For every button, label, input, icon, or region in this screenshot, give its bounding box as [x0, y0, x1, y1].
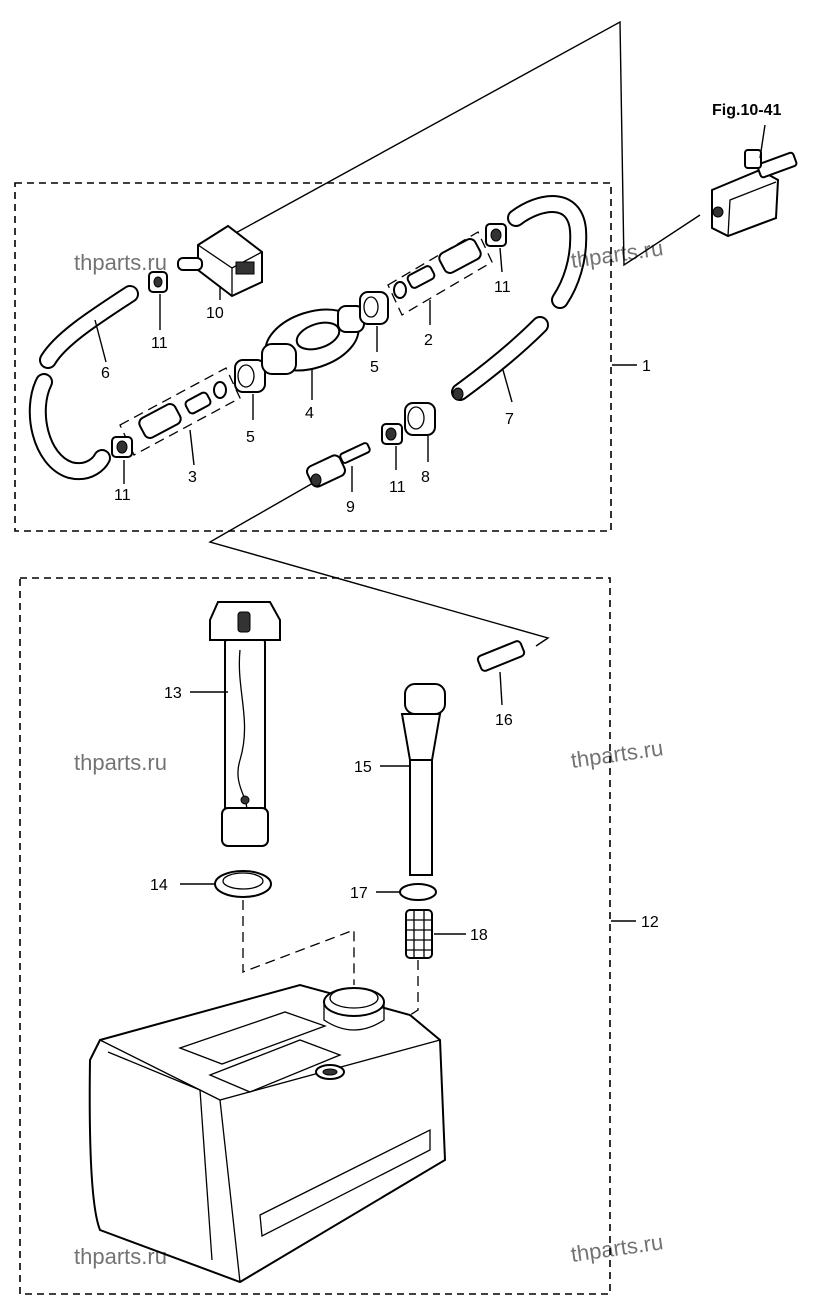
label-part-18: 18 — [470, 927, 488, 944]
part-2-connector-assy — [387, 231, 493, 325]
part-11-nut-a — [148, 271, 168, 330]
part-7-hose — [451, 316, 549, 403]
hose-top-right — [507, 195, 588, 309]
figure-ref-label: Fig.10-41 — [712, 102, 781, 119]
label-part-2: 2 — [424, 332, 433, 349]
label-part-6: 6 — [101, 365, 110, 382]
part-9-fitting — [306, 442, 371, 492]
part-15-pickup-tube — [380, 683, 446, 876]
part-6-hose — [28, 285, 139, 481]
part-18-filter — [405, 909, 466, 959]
part-5-ring-a — [234, 359, 266, 420]
label-part-7: 7 — [505, 411, 514, 428]
label-part-14: 14 — [150, 877, 168, 894]
label-part-8: 8 — [421, 469, 430, 486]
label-part-15: 15 — [354, 759, 372, 776]
watermark-3: thparts.ru — [74, 750, 167, 775]
part-8-ring — [404, 402, 436, 462]
label-group-12: 12 — [641, 914, 659, 931]
label-group-1: 1 — [642, 358, 651, 375]
label-part-3: 3 — [188, 469, 197, 486]
label-part-11-c: 11 — [494, 279, 511, 296]
part-3-connector-assy — [119, 367, 241, 466]
label-part-16: 16 — [495, 712, 513, 729]
connector-to-fig-ref — [231, 20, 701, 267]
fuel-tank-assembly-box — [19, 577, 611, 1295]
connector-9-to-16 — [208, 482, 550, 647]
gauge-alignment-path — [242, 900, 355, 985]
part-5-ring-b — [359, 291, 389, 352]
part-4-primer-bulb — [261, 305, 365, 400]
label-part-5-a: 5 — [246, 429, 255, 446]
label-part-9: 9 — [346, 499, 355, 516]
fig-ref-connector-part — [711, 124, 798, 238]
part-11-nut-d — [381, 423, 403, 470]
part-10-connector — [177, 224, 263, 300]
part-16-nipple — [476, 640, 526, 706]
label-part-5-b: 5 — [370, 359, 379, 376]
part-13-fuel-gauge — [190, 601, 281, 847]
label-part-11-a: 11 — [151, 335, 168, 352]
part-11-nut-c — [485, 223, 507, 273]
watermark-1: thparts.ru — [74, 250, 167, 275]
label-part-10: 10 — [206, 305, 224, 322]
label-part-11-b: 11 — [114, 487, 131, 504]
label-part-4: 4 — [305, 405, 314, 422]
fuel-line-assembly-box — [14, 182, 612, 532]
label-part-17: 17 — [350, 885, 368, 902]
watermark-6: thparts.ru — [569, 1229, 665, 1267]
part-14-o-ring — [180, 870, 272, 898]
part-11-nut-b — [111, 436, 133, 484]
label-part-13: 13 — [164, 685, 182, 702]
label-part-11-d: 11 — [389, 479, 406, 496]
watermark-5: thparts.ru — [74, 1244, 167, 1269]
watermark-4: thparts.ru — [569, 735, 665, 773]
part-12-fuel-tank — [88, 983, 447, 1284]
part-17-o-ring — [376, 883, 437, 901]
